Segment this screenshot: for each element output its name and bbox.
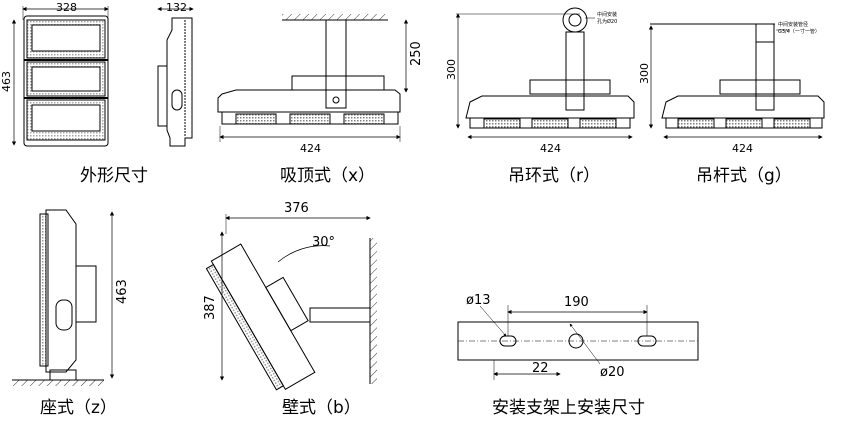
side-view <box>157 6 194 147</box>
dim-seat-height: 463 <box>115 279 130 304</box>
bracket-view <box>457 305 699 380</box>
dim-hole-large: ø20 <box>600 365 625 380</box>
rod-note-1: 中间安装管径 <box>778 21 808 28</box>
ring-note-2: 孔为Ø20 <box>597 18 617 25</box>
dim-offset: 22 <box>532 361 549 376</box>
dim-hole-small: ø13 <box>466 293 491 308</box>
dim-ceiling-width: 424 <box>300 142 321 155</box>
dim-ring-height: 300 <box>445 59 458 80</box>
caption-ceiling: 吸顶式（x） <box>280 166 376 186</box>
dim-ceiling-height: 250 <box>409 41 424 66</box>
caption-wall: 壁式（b） <box>282 398 361 418</box>
dim-rod-height: 300 <box>638 63 651 84</box>
caption-outline: 外形尺寸 <box>80 166 148 186</box>
caption-ring: 吊环式（r） <box>508 166 600 186</box>
caption-seat: 座式（z） <box>40 398 117 418</box>
dim-height: 463 <box>0 71 13 92</box>
dim-wall-angle: 30° <box>312 235 335 250</box>
seat-mount-view <box>12 209 115 386</box>
ceiling-mount-view <box>217 14 409 142</box>
dim-depth: 132 <box>166 1 187 14</box>
rod-mount-view <box>648 23 825 140</box>
dim-wall-height: 387 <box>203 295 218 320</box>
rod-note-2: G3/4（一寸一管） <box>778 28 820 35</box>
ring-note-1: 中间安装 <box>597 11 617 18</box>
front-view <box>11 6 109 147</box>
dim-width: 328 <box>56 1 77 14</box>
wall-mount-view <box>205 214 377 391</box>
ring-mount-view <box>455 7 635 140</box>
dim-wall-width: 376 <box>284 201 309 216</box>
dim-ring-width: 424 <box>540 142 561 155</box>
dim-spacing: 190 <box>564 295 589 310</box>
dim-rod-width: 424 <box>732 142 753 155</box>
caption-bracket: 安装支架上安装尺寸 <box>492 398 645 418</box>
caption-rod: 吊杆式（g） <box>696 166 792 186</box>
